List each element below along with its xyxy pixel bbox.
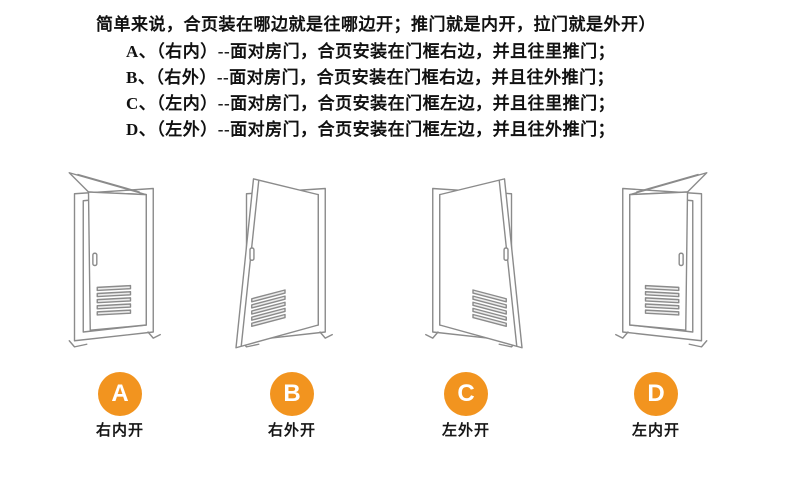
badge-c: C: [444, 372, 488, 416]
badge-letter: A: [111, 380, 129, 407]
instruction-line-a: A、（右内）--面对房门，合页安装在门框右边，并且往里推门；: [126, 42, 616, 61]
badge-d: D: [634, 372, 678, 416]
instructions-block: 简单来说，合页装在哪边就是往哪边开；推门就是内开，拉门就是外开） A、（右内）-…: [96, 12, 770, 143]
door-caption-d: 左内开: [631, 423, 680, 439]
door-figure-b: B 右外开: [222, 150, 362, 440]
instruction-line-c: C、（左内）--面对房门，合页安装在门框左边，并且往里推门；: [126, 94, 616, 113]
door-illustration-left-outward: [425, 178, 523, 349]
badge-a: A: [98, 372, 142, 416]
door-figure-c: C 左外开: [396, 150, 536, 440]
badge-letter: B: [283, 380, 301, 407]
instruction-intro: 简单来说，合页装在哪边就是往哪边开；推门就是内开，拉门就是外开）: [96, 15, 656, 34]
badge-letter: C: [457, 380, 475, 407]
badge-letter: D: [647, 380, 665, 407]
badge-b: B: [270, 372, 314, 416]
door-caption-c: 左外开: [441, 423, 490, 439]
door-illustration-right-inward: [68, 172, 161, 348]
door-illustration-right-outward: [235, 178, 333, 349]
door-caption-a: 右内开: [95, 423, 144, 439]
instruction-line-b: B、（右外）--面对房门，合页安装在门框右边，并且往外推门；: [126, 68, 615, 87]
door-figure-d: D 左内开: [586, 150, 726, 440]
door-caption-b: 右外开: [267, 423, 316, 439]
door-illustration-left-inward: [615, 172, 708, 348]
door-figure-a: A 右内开: [50, 150, 190, 440]
instruction-line-d: D、（左外）--面对房门，合页安装在门框左边，并且往外推门；: [126, 120, 616, 139]
